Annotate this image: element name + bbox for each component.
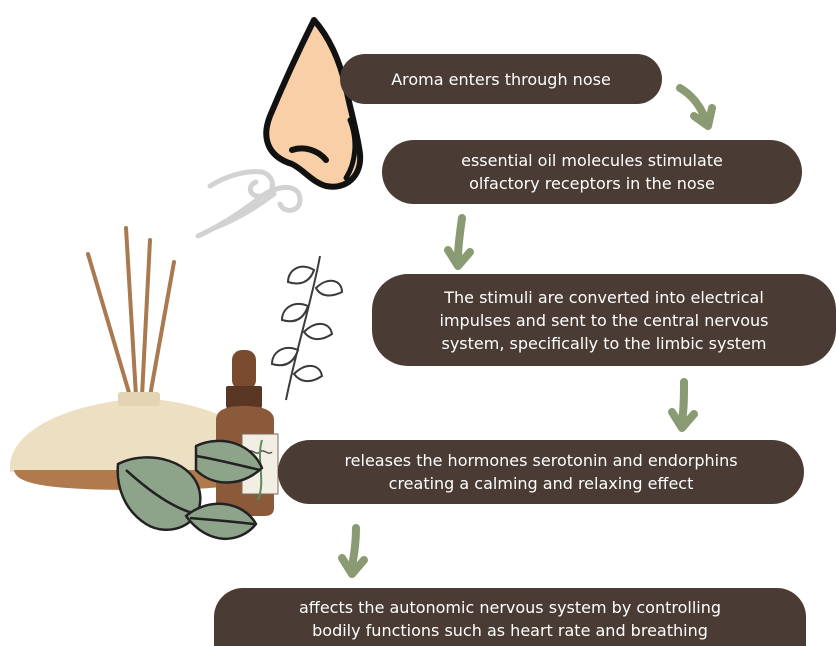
flow-arrows [338,84,716,578]
step-1-aroma-enters: Aroma enters through nose [340,54,662,104]
scent-swirl-icon [195,169,303,239]
step-3-electrical-impulses: The stimuli are converted into electrica… [372,274,836,366]
nose-icon [263,17,364,190]
arrow-down-icon [668,378,698,432]
herb-sprig-icon [270,255,344,401]
step-5-autonomic-nervous-system: affects the autonomic nervous system by … [214,588,806,646]
arrow-down-icon [676,84,716,130]
essential-oil-bottle-icon [216,350,279,516]
leaves-icon [116,439,264,540]
step-4-hormones-release: releases the hormones serotonin and endo… [278,440,804,504]
arrow-down-icon [444,214,474,270]
reed-sticks-icon [86,226,176,398]
step-2-olfactory-receptors: essential oil molecules stimulate olfact… [382,140,802,204]
arrow-down-icon [338,524,368,578]
